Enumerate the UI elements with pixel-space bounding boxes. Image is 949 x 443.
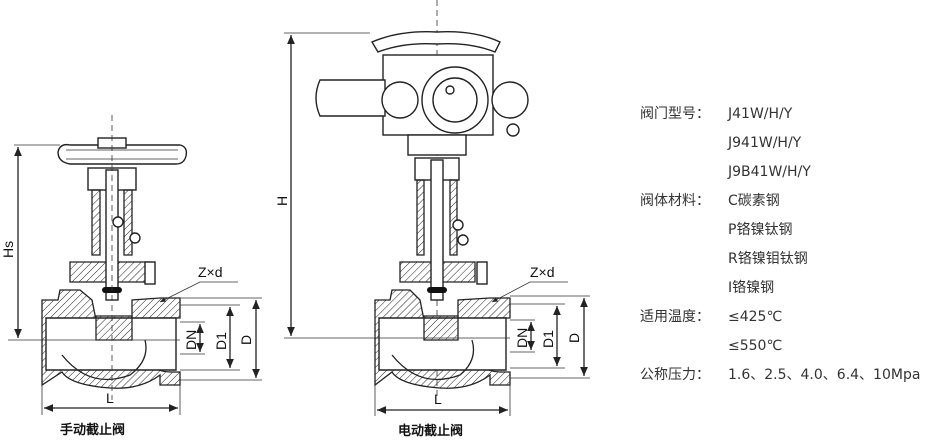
spec-label (640, 129, 728, 158)
spec-row: P铬镍钛钢 (640, 216, 920, 245)
dim-label-dn: DN (183, 330, 199, 350)
spec-row: 阀门型号： J41W/H/Y (640, 100, 920, 129)
dim-label-h: H (274, 196, 290, 206)
caption-electric-valve: 电动截止阀 (398, 423, 463, 439)
spec-value: 1.6、2.5、4.0、6.4、10Mpa (728, 367, 921, 383)
spec-value: C碳素钢 (728, 193, 780, 209)
spec-value: J941W/H/Y (728, 135, 802, 151)
electric-globe-valve: H L Z×d DN D1 D 电动截止阀 (274, 0, 590, 439)
spec-label (640, 245, 728, 274)
dim-label-zxd-electric: Z×d (530, 264, 555, 280)
dim-label-zxd: Z×d (198, 264, 223, 280)
spec-value: J41W/H/Y (728, 106, 793, 122)
dim-label-d: D (238, 335, 254, 345)
manual-globe-valve: Hs L Z×d DN D1 D 手动截止阀 (0, 115, 262, 438)
spec-row: I铬镍钢 (640, 274, 920, 303)
spec-value: ≤550℃ (728, 338, 783, 354)
caption-manual-valve: 手动截止阀 (60, 422, 125, 438)
spec-row: ≤550℃ (640, 332, 920, 361)
spec-label (640, 274, 728, 303)
spec-row: 公称压力： 1.6、2.5、4.0、6.4、10Mpa (640, 361, 920, 390)
spec-value: R铬镍钼钛钢 (728, 251, 808, 267)
spec-label: 阀体材料： (640, 193, 710, 209)
spec-value: P铬镍钛钢 (728, 222, 793, 238)
spec-row: J941W/H/Y (640, 129, 920, 158)
spec-value: ≤425℃ (728, 309, 783, 325)
spec-label (640, 158, 728, 187)
dim-label-hs: Hs (0, 241, 16, 258)
spec-list: 阀门型号： J41W/H/Y J941W/H/Y J9B41W/H/Y 阀体材料：… (640, 100, 920, 390)
spec-label: 适用温度： (640, 309, 710, 325)
spec-row: J9B41W/H/Y (640, 158, 920, 187)
dim-label-l-electric: L (434, 391, 442, 407)
dim-label-dn-electric: DN (514, 328, 530, 348)
handwheel-icon (57, 137, 188, 165)
spec-label (640, 332, 728, 361)
spec-label: 公称压力： (640, 367, 710, 383)
dim-label-l: L (106, 390, 114, 406)
electric-actuator-icon (315, 31, 529, 156)
spec-row: 阀体材料： C碳素钢 (640, 187, 920, 216)
dim-label-d1-electric: D1 (540, 330, 556, 348)
spec-value: I铬镍钢 (728, 280, 775, 296)
spec-label: 阀门型号： (640, 106, 710, 122)
dim-label-d1: D1 (213, 332, 229, 350)
dim-label-d-electric: D (566, 333, 582, 343)
spec-row: R铬镍钼钛钢 (640, 245, 920, 274)
spec-label (640, 216, 728, 245)
spec-row: 适用温度： ≤425℃ (640, 303, 920, 332)
spec-value: J9B41W/H/Y (728, 164, 811, 180)
